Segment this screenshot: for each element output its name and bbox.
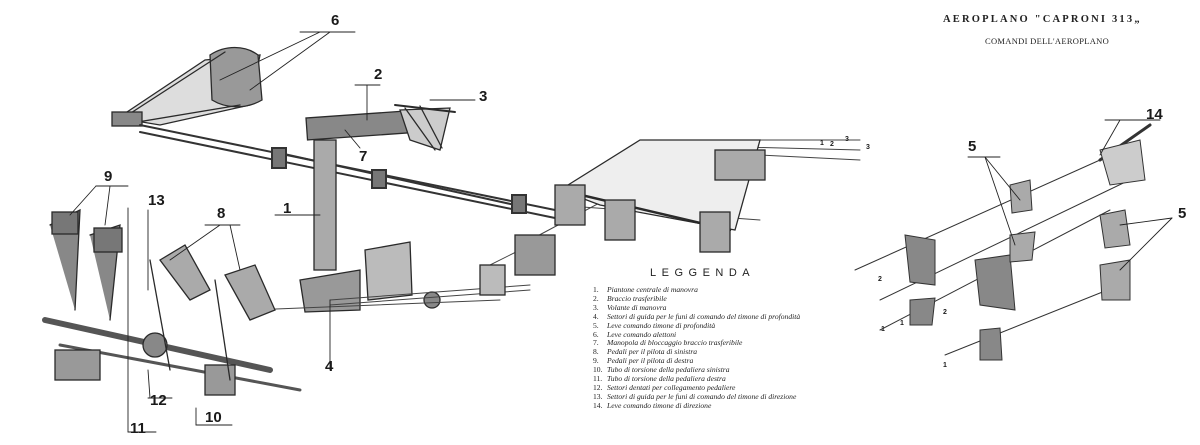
legend-item-number: 9. (593, 356, 599, 366)
callout-3: 3 (479, 88, 488, 105)
cable-label: 1 (820, 140, 824, 147)
callout-7: 7 (359, 148, 368, 165)
legend-item-number: 14. (593, 400, 603, 410)
legend-item: 13. Settori di guida per le funi di coman… (593, 391, 800, 402)
figure-subtitle: COMANDI DELL'AEROPLANO (985, 36, 1110, 46)
legend-item: 11. Tubo di torsione della pedaliera dest… (593, 374, 800, 384)
cable-label: 3 (845, 136, 849, 143)
callout-2: 2 (374, 66, 383, 83)
legend-item-text: Piantone centrale di manovra (607, 285, 698, 294)
legend-item: 2. Braccio trasferibile (593, 293, 800, 304)
callout-4: 4 (325, 358, 334, 375)
legend-item-number: 5. (593, 320, 599, 330)
legend-item: 6. Leve comando alettoni (593, 329, 800, 340)
legend-item-number: 7. (593, 338, 599, 348)
legend-item-number: 4. (593, 311, 599, 321)
callout-6: 6 (331, 12, 340, 29)
callout-5-right: 5 (1178, 205, 1187, 222)
legend-item-number: 6. (593, 329, 599, 339)
elevator-rudder-levers (854, 123, 1152, 361)
legend-item-number: 10. (593, 365, 603, 375)
leader-lines (69, 31, 1173, 433)
legend-list: 1. Piantone centrale di manovra 2. Braccio… (593, 285, 801, 411)
legend-item: 12. Settori dentati per collegamento peda… (593, 382, 800, 393)
guide-sector-base (299, 241, 441, 313)
legend-item-number: 11. (593, 374, 603, 384)
legend-item-text: Tubo di torsione della pedaliera sinistr… (607, 365, 730, 375)
legend-item-number: 13. (593, 391, 603, 401)
cable-label: 2 (943, 309, 947, 316)
legend-item-text: Pedali per il pilota di sinistra (607, 347, 698, 357)
callout-9: 9 (104, 168, 113, 185)
callout-1: 1 (283, 200, 292, 217)
callout-14: 14 (1146, 106, 1163, 123)
cable-label: 1 (943, 362, 947, 369)
legend-item-text: Tubo di torsione della pedaliera destra (607, 374, 726, 384)
legend-item-text: Pedali per il pilota di destra (607, 356, 694, 366)
central-column (305, 104, 456, 271)
cable-label: 2 (830, 141, 834, 148)
legend-item: 1. Piantone centrale di manovra (593, 285, 800, 295)
legend-item-text: Leve comando timone di direzione (607, 400, 712, 410)
cable-label: 3 (866, 144, 870, 151)
legend-item: 8. Pedali per il pilota di sinistra (593, 347, 800, 357)
callout-12: 12 (150, 392, 167, 409)
legend-item: 9. Pedali per il pilota di destra (593, 356, 800, 366)
legend-item-text: Leve comando alettoni (607, 329, 677, 339)
legend-item: 4. Settori di guida per le funi di comand… (593, 311, 801, 322)
legend-item-text: Leve comando timone di profondità (607, 320, 716, 330)
legend-item: 14. Leve comando timone di direzione (593, 400, 800, 411)
legend-item: 10. Tubo di torsione della pedaliera sini… (593, 365, 800, 375)
callout-11: 11 (130, 420, 146, 437)
legend-item-text: Manopola di bloccaggio braccio trasferib… (607, 338, 743, 348)
callout-5-left: 5 (968, 138, 977, 155)
callout-13: 13 (148, 192, 165, 209)
cable-label: 1 (881, 326, 885, 333)
legend-item-text: Settori di guida per le funi di comando … (607, 391, 797, 401)
figure-title: AEROPLANO "CAPRONI 313„ (943, 14, 1142, 25)
legend-item-text: Settori dentati per collegamento pedalie… (607, 382, 736, 392)
legend-item-number: 1. (593, 285, 599, 294)
legend-item: 5. Leve comando timone di profondità (593, 320, 800, 331)
torque-tubes (139, 124, 556, 219)
aileron-levers (111, 46, 263, 127)
legend-item-number: 3. (593, 302, 599, 312)
legend-heading: LEGGENDA (650, 267, 756, 279)
cable-label: 2 (878, 276, 882, 283)
legend-item-text: Settori di guida per le funi di comando … (607, 311, 801, 321)
callout-10: 10 (205, 409, 222, 426)
bellcrank-group (479, 139, 766, 296)
legend-item-number: 8. (593, 347, 599, 357)
legend-item-text: Braccio trasferibile (607, 293, 667, 303)
cable-label: 1 (900, 320, 904, 327)
legend-item-text: Volante di manovra (607, 302, 667, 312)
callout-8: 8 (217, 205, 226, 222)
legend-item: 7. Manopola di bloccaggio braccio trasfer… (593, 338, 800, 348)
legend-item-number: 2. (593, 293, 599, 303)
legend-item-number: 12. (593, 382, 603, 392)
pedal-assembly (42, 208, 302, 396)
legend-item: 3. Volante di manovra (593, 302, 800, 313)
